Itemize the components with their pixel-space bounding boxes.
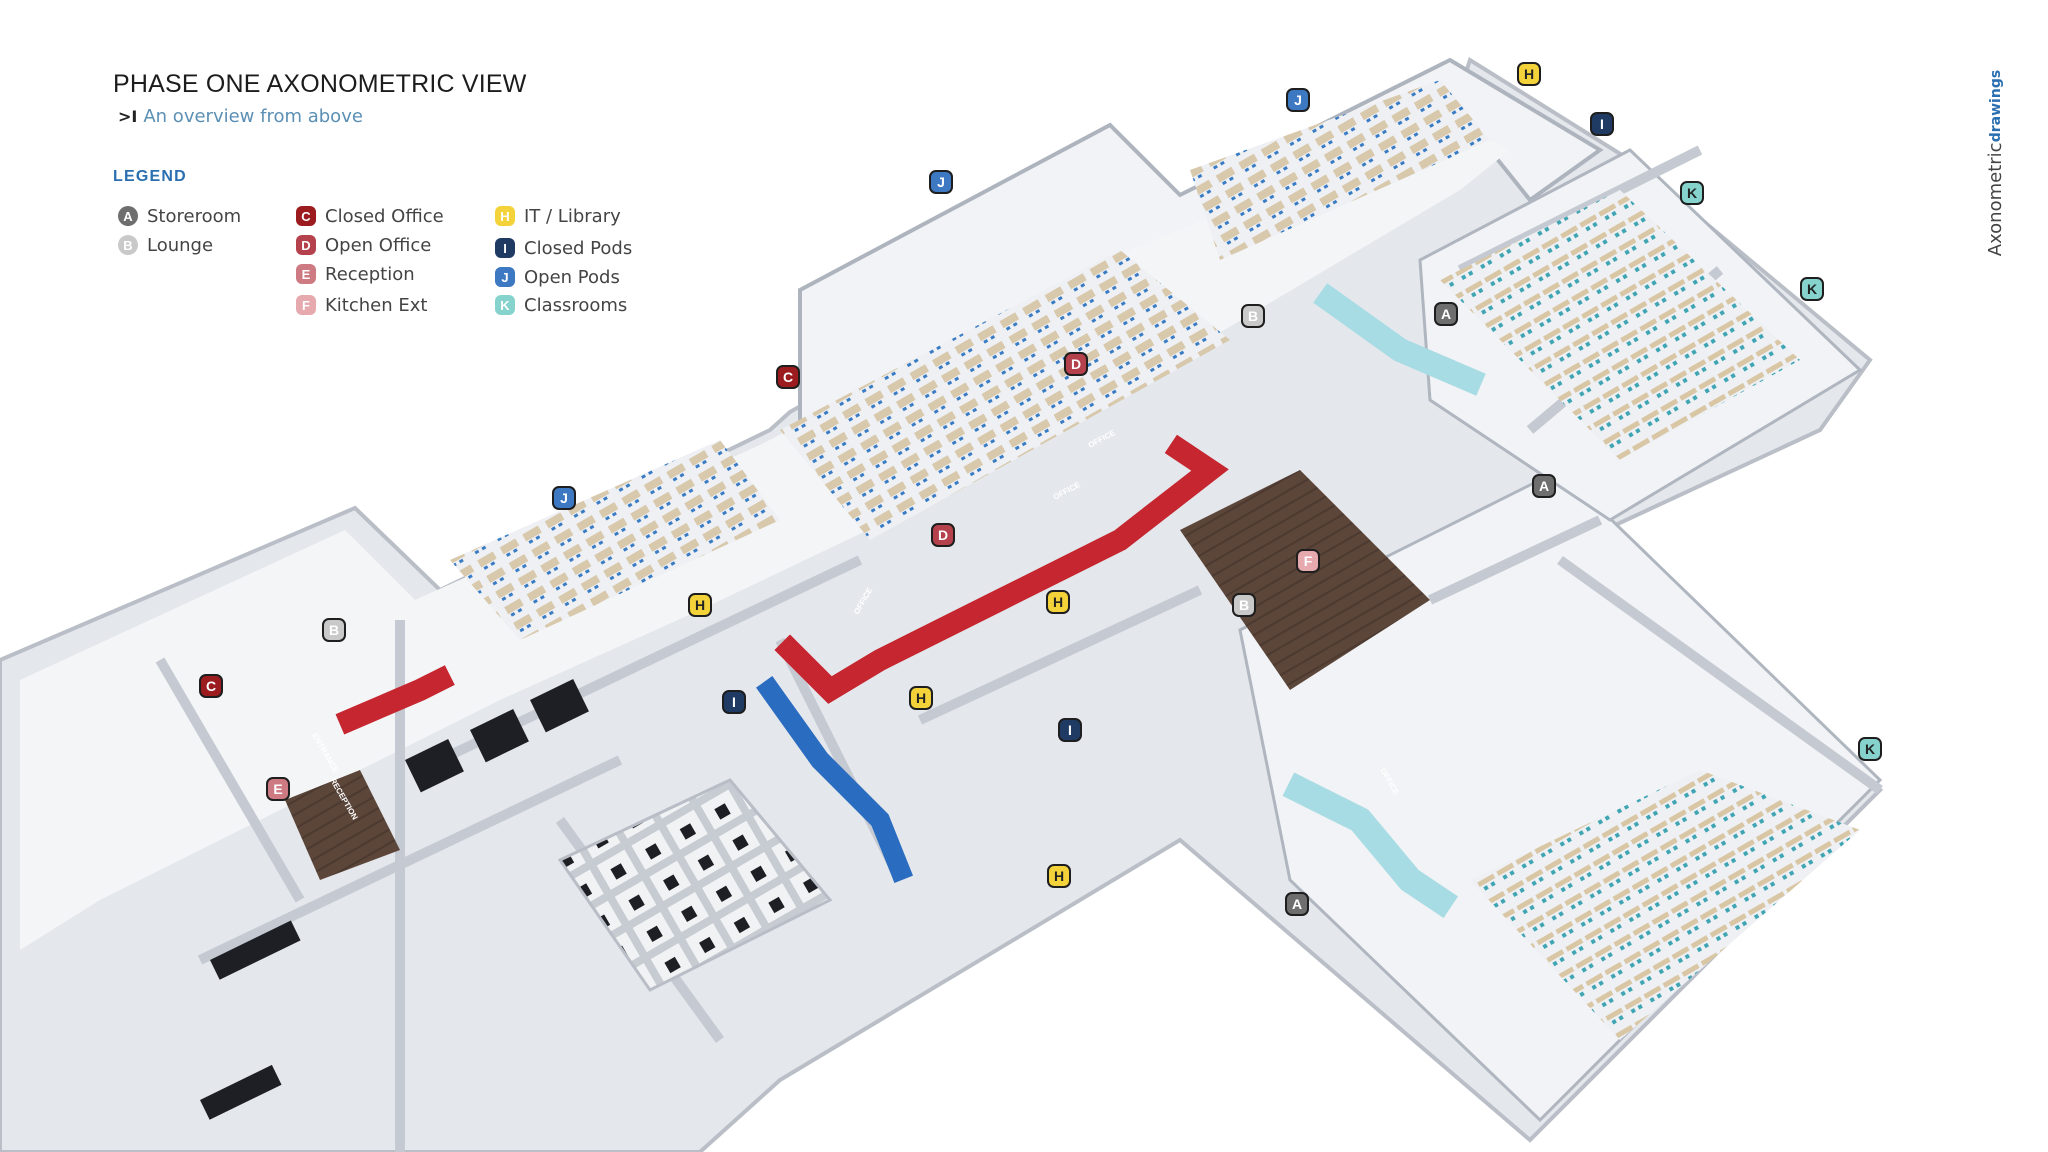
toilet-block xyxy=(557,778,833,992)
map-zone-badge: H xyxy=(1047,864,1071,888)
legend-badge: B xyxy=(118,235,138,255)
map-zone-badge: H xyxy=(688,593,712,617)
legend-badge: E xyxy=(296,264,316,284)
legend-label: Reception xyxy=(325,263,415,285)
legend-item-it-library: H IT / Library xyxy=(495,204,621,228)
map-zone-badge: D xyxy=(1064,352,1088,376)
legend-label: Kitchen Ext xyxy=(325,294,428,316)
legend-badge: K xyxy=(495,295,515,315)
legend-badge: I xyxy=(495,238,515,258)
legend-label: Storeroom xyxy=(147,205,242,227)
legend-badge: F xyxy=(296,295,316,315)
map-zone-badge: K xyxy=(1858,737,1882,761)
map-zone-badge: B xyxy=(322,618,346,642)
legend-badge: D xyxy=(296,235,316,255)
map-zone-badge: C xyxy=(199,674,223,698)
classroom-areas xyxy=(1440,190,1860,1040)
legend-label: Open Pods xyxy=(524,266,620,288)
map-zone-badge: D xyxy=(931,523,955,547)
map-zone-badge: K xyxy=(1680,181,1704,205)
map-zone-badge: A xyxy=(1434,302,1458,326)
side-label: Axonometricdrawings xyxy=(1985,70,2006,256)
legend-item-kitchen-ext: F Kitchen Ext xyxy=(296,293,427,317)
legend-label: Closed Office xyxy=(325,205,444,227)
lounge-floor xyxy=(285,470,1430,880)
map-zone-badge: J xyxy=(1286,88,1310,112)
map-zone-badge: I xyxy=(1058,718,1082,742)
legend-label: Closed Pods xyxy=(524,237,633,259)
open-office-area xyxy=(450,80,1490,640)
legend-label: Open Office xyxy=(325,234,432,256)
map-zone-badge: B xyxy=(1241,304,1265,328)
legend-badge: H xyxy=(495,206,515,226)
legend-item-lounge: B Lounge xyxy=(118,233,213,257)
legend-label: IT / Library xyxy=(524,205,621,227)
legend-item-closed-office: C Closed Office xyxy=(296,204,444,228)
map-zone-badge: H xyxy=(1046,590,1070,614)
legend-item-storeroom: A Storeroom xyxy=(118,204,241,228)
legend-item-open-office: D Open Office xyxy=(296,233,431,257)
legend-badge: C xyxy=(296,206,316,226)
map-zone-badge: J xyxy=(552,486,576,510)
map-zone-badge: H xyxy=(909,686,933,710)
legend-badge: J xyxy=(495,267,515,287)
map-zone-badge: E xyxy=(266,777,290,801)
map-zone-badge: C xyxy=(776,365,800,389)
map-zone-badge: I xyxy=(1590,112,1614,136)
page-subtitle: >I An overview from above xyxy=(118,106,363,127)
map-zone-badge: I xyxy=(722,690,746,714)
legend-item-classrooms: K Classrooms xyxy=(495,293,627,317)
map-zone-badge: A xyxy=(1285,892,1309,916)
legend-badge: A xyxy=(118,206,138,226)
legend-item-closed-pods: I Closed Pods xyxy=(495,236,632,260)
subtitle-marker-icon: >I xyxy=(118,107,138,126)
side-label-secondary: drawings xyxy=(1988,70,2004,143)
page-title: PHASE ONE AXONOMETRIC VIEW xyxy=(113,70,527,98)
map-zone-badge: K xyxy=(1800,277,1824,301)
map-zone-badge: J xyxy=(929,170,953,194)
map-zone-badge: A xyxy=(1532,474,1556,498)
map-zone-badge: F xyxy=(1296,549,1320,573)
legend-label: Lounge xyxy=(147,234,214,256)
legend-item-reception: E Reception xyxy=(296,262,415,286)
side-label-primary: Axonometric xyxy=(1985,142,2006,257)
map-zone-badge: H xyxy=(1517,62,1541,86)
legend-item-open-pods: J Open Pods xyxy=(495,265,620,289)
legend-label: Classrooms xyxy=(524,294,628,316)
map-zone-badge: B xyxy=(1232,593,1256,617)
subtitle-text: An overview from above xyxy=(143,106,363,127)
wayfinding-paths xyxy=(335,283,1486,919)
legend-title: LEGEND xyxy=(113,168,187,185)
